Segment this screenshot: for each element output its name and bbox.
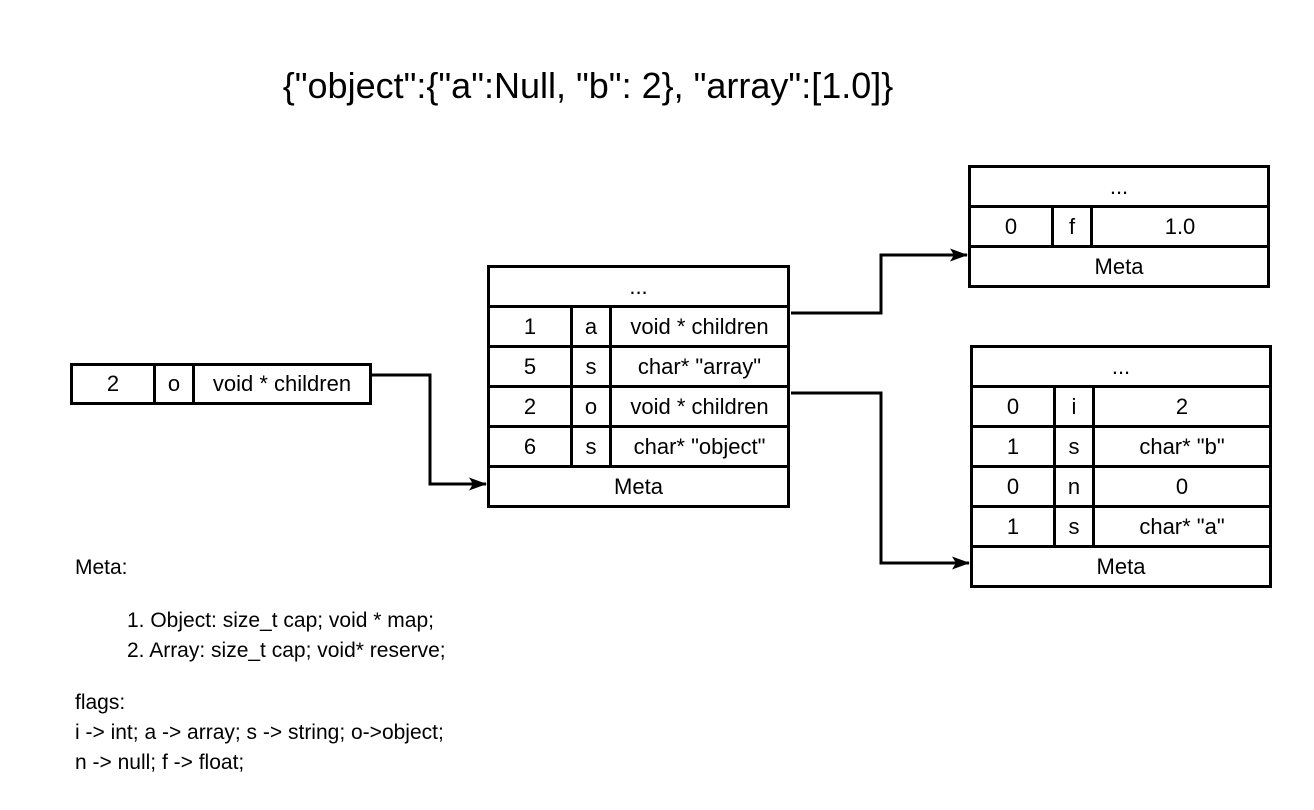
value-cell: 0 [1175,473,1189,499]
value-cell: char* "a" [1139,513,1225,539]
value-cell: void * children [630,393,769,419]
table-meta-row: Meta [971,245,1267,285]
array-elements-table: ... 0 f 1.0 Meta [968,165,1270,288]
value-cell: void * children [630,313,769,339]
flag-cell: f [1051,208,1093,245]
count-cell: 0 [1004,213,1018,239]
count-cell: 0 [1006,393,1020,419]
arrow-array-row-to-array-elements [791,248,968,315]
json-title: {"object":{"a":Null, "b": 2}, "array":[1… [282,65,894,106]
value-cell: 1.0 [1164,213,1196,239]
table-header-row: ... [973,348,1269,385]
count-cell: 1 [1006,513,1020,539]
table-meta-row: Meta [490,465,787,505]
flag-cell: a [570,308,612,345]
flag-cell: s [570,428,612,465]
count-cell: 2 [523,393,537,419]
root-children-table: ... 1 a void * children 5 s char* "array… [487,265,790,508]
count-cell: 6 [523,433,537,459]
flag-cell: o [570,388,612,425]
table-header-row: ... [971,168,1267,205]
count-cell: 0 [1006,473,1020,499]
flag-cell: s [570,348,612,385]
flag-cell: s [1053,428,1095,465]
meta-list: 1. Object: size_t cap; void * map; 2. Ar… [127,606,446,666]
table-row: 0 n 0 [973,465,1269,505]
object-children-table: ... 0 i 2 1 s char* "b" 0 n 0 1 s char* … [970,345,1272,588]
table-row: 1 a void * children [490,305,787,345]
meta-label: Meta [614,473,663,499]
ellipsis-label: ... [629,273,648,299]
flag-cell: o [153,366,195,402]
table-row: 2 o void * children [73,366,369,402]
table-row: 1 s char* "b" [973,425,1269,465]
table-row: 5 s char* "array" [490,345,787,385]
flags-block: flags: i -> int; a -> array; s -> string… [75,688,444,778]
flags-line: i -> int; a -> array; s -> string; o->ob… [75,721,444,744]
table-header-row: ... [490,268,787,305]
meta-label: Meta [1094,253,1144,279]
arrow-object-row-to-object-children [791,391,970,570]
ellipsis-label: ... [1111,353,1131,379]
count-cell: 1 [523,313,537,339]
count-cell: 5 [523,353,537,379]
count-cell: 1 [1006,433,1020,459]
table-row: 0 f 1.0 [971,205,1267,245]
table-meta-row: Meta [973,545,1269,585]
arrow-root-to-root-children [372,373,487,491]
count-cell: 2 [106,371,120,396]
value-cell: char* "array" [637,353,762,379]
root-node-box: 2 o void * children [70,363,372,405]
value-cell: char* "b" [1139,433,1225,459]
table-row: 1 s char* "a" [973,505,1269,545]
meta-item: 2. Array: size_t cap; void* reserve; [127,639,446,662]
flags-line: n -> null; f -> float; [75,751,245,774]
table-row: 2 o void * children [490,385,787,425]
ellipsis-label: ... [1109,173,1129,199]
meta-item: 1. Object: size_t cap; void * map; [127,609,434,632]
flags-heading: flags: [75,691,126,714]
table-row: 6 s char* "object" [490,425,787,465]
value-cell: char* "object" [633,433,766,459]
flag-cell: i [1053,388,1095,425]
pointer-cell: void * children [212,371,352,396]
value-cell: 2 [1175,393,1189,419]
flag-cell: n [1053,468,1095,505]
flag-cell: s [1053,508,1095,545]
meta-label: Meta [1096,553,1146,579]
meta-heading: Meta: [75,556,128,579]
table-row: 0 i 2 [973,385,1269,425]
